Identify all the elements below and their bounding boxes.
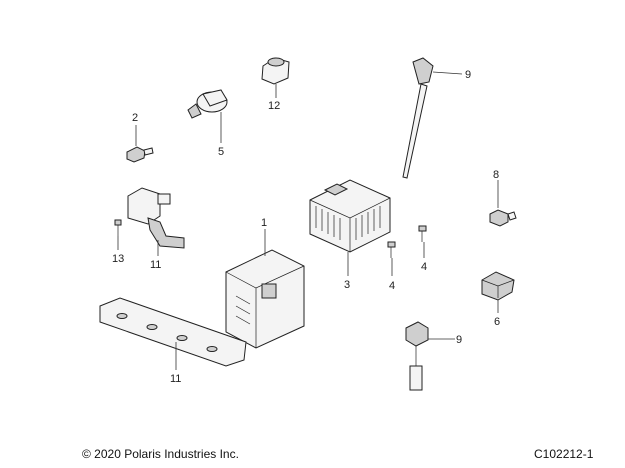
part-4-screw-a xyxy=(387,241,396,276)
part-8-sensor xyxy=(489,180,517,227)
callout-2: 2 xyxy=(132,112,138,124)
callout-6: 6 xyxy=(494,316,500,328)
callout-7: 9 xyxy=(465,69,471,81)
part-9-harness xyxy=(405,321,455,391)
callout-4b: 4 xyxy=(421,261,427,273)
part-1-ecu xyxy=(225,229,305,349)
part-7-probe-sensor xyxy=(402,57,463,179)
callout-13: 13 xyxy=(112,253,124,265)
part-5-switch xyxy=(187,89,228,143)
part-13-bolt xyxy=(114,219,122,250)
callout-11: 11 xyxy=(170,373,181,385)
callout-4a: 4 xyxy=(389,280,395,292)
callout-12: 11 xyxy=(150,259,161,271)
copyright-notice: © 2020 Polaris Industries Inc. xyxy=(82,447,239,461)
callout-8: 8 xyxy=(493,169,499,181)
callout-9: 9 xyxy=(456,334,462,346)
callout-5: 5 xyxy=(218,146,224,158)
callout-10: 12 xyxy=(268,100,280,112)
part-12-valve xyxy=(127,187,185,256)
part-6-sensor xyxy=(481,271,515,313)
part-11-bracket xyxy=(99,297,247,370)
part-3-regulator xyxy=(309,179,391,276)
callout-3: 3 xyxy=(344,279,350,291)
figure-id: C102212-1 xyxy=(534,447,594,461)
callout-1: 1 xyxy=(261,217,267,229)
part-4-screw-b xyxy=(418,225,427,258)
part-2-sensor xyxy=(126,125,154,163)
part-10-connector xyxy=(261,57,290,98)
